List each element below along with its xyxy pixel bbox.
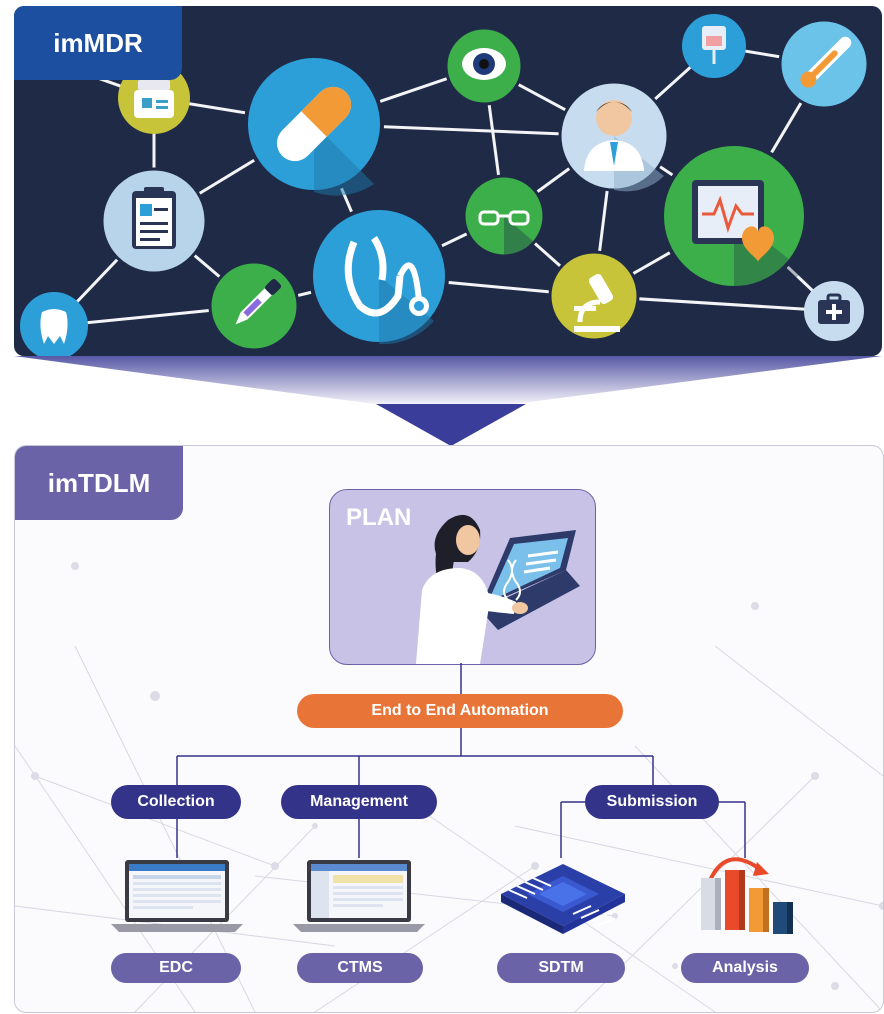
imTDLM-panel: imTDLM PLAN xyxy=(14,445,884,1013)
microscope-icon xyxy=(548,250,640,342)
output-edc: EDC xyxy=(111,953,241,983)
first-aid-kit-icon xyxy=(804,281,864,341)
flow-connectors xyxy=(176,663,746,858)
imMDR-panel: imMDR xyxy=(14,6,882,356)
plan-box: PLAN xyxy=(329,489,596,665)
clipboard-icon xyxy=(100,167,208,275)
imMDR-tag: imMDR xyxy=(14,6,182,80)
researcher-laptop-icon xyxy=(416,514,580,664)
laptop-icon xyxy=(293,860,425,932)
medicine-bottle-icon xyxy=(118,62,190,134)
eye-icon xyxy=(444,26,524,106)
tooth-icon xyxy=(20,292,88,356)
chip-icon xyxy=(501,864,625,934)
category-submission: Submission xyxy=(585,785,719,819)
bar-chart-icon xyxy=(701,857,793,934)
category-management: Management xyxy=(281,785,437,819)
plan-label: PLAN xyxy=(346,504,412,531)
stethoscope-icon xyxy=(309,206,449,346)
dropper-icon xyxy=(208,260,300,352)
output-sdtm: SDTM xyxy=(497,953,625,983)
output-analysis: Analysis xyxy=(681,953,809,983)
end-to-end-automation-label: End to End Automation xyxy=(297,694,623,728)
imTDLM-tag: imTDLM xyxy=(15,446,183,520)
glasses-icon xyxy=(462,174,546,258)
pill-icon xyxy=(244,54,384,196)
output-ctms: CTMS xyxy=(297,953,423,983)
flow-funnel-arrow xyxy=(14,356,882,446)
laptop-icon xyxy=(111,860,243,932)
iv-bag-icon xyxy=(682,14,746,78)
heart-monitor-icon xyxy=(660,142,808,291)
thermometer-icon xyxy=(778,18,870,110)
medical-network-illustration xyxy=(20,14,870,356)
doctor-icon xyxy=(558,80,670,192)
category-collection: Collection xyxy=(111,785,241,819)
